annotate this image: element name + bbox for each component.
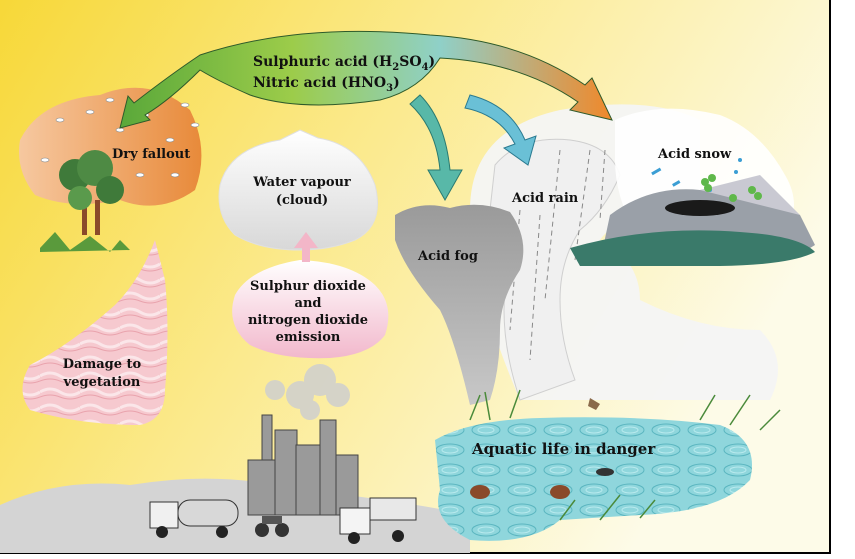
acid-snow-label: Acid snow	[657, 147, 732, 162]
emission-label-line1: Sulphur dioxide	[250, 279, 366, 294]
emission-label-line3: nitrogen dioxide	[248, 313, 368, 328]
aquatic-pond	[435, 417, 752, 541]
emission-up-arrow	[294, 232, 318, 262]
nitric-acid-label: Nitric acid (HNO3)	[253, 75, 400, 94]
acid-fog-shape	[395, 204, 524, 405]
arrow-to-fog	[409, 94, 463, 202]
sulphuric-acid-label: Sulphuric acid (H2SO4)	[253, 54, 435, 73]
smoke	[265, 364, 350, 420]
damage-vegetation-leaf	[22, 240, 168, 425]
motorbike	[255, 516, 289, 537]
mountain-peak	[700, 175, 800, 215]
emission-label-line4: emission	[276, 330, 341, 345]
aquatic-life-label: Aquatic life in danger	[471, 440, 656, 458]
acid-fog-label: Acid fog	[417, 249, 478, 264]
acid-rain-label: Acid rain	[511, 191, 579, 206]
damage-label-line2: vegetation	[63, 375, 141, 390]
bird	[588, 398, 600, 410]
acid-flow-arrow	[119, 30, 613, 129]
arrow-to-rain	[464, 94, 537, 166]
clover-plants	[665, 174, 762, 216]
dry-particles	[40, 97, 200, 178]
water-vapour-label: Water vapour	[252, 175, 351, 190]
reeds	[469, 389, 781, 521]
pickup-truck	[339, 497, 417, 544]
dead-plants	[470, 468, 614, 499]
city-buildings	[247, 414, 359, 516]
frame-right-edge	[829, 0, 831, 553]
damage-label-line1: Damage to	[63, 357, 142, 372]
emission-label-line2: and	[295, 296, 322, 311]
tree	[40, 150, 130, 252]
snow-grass	[570, 230, 815, 266]
dry-fallout-label: Dry fallout	[112, 147, 190, 162]
water-vapour-cloud	[218, 129, 378, 251]
water-vapour-cloud-label: (cloud)	[276, 193, 328, 208]
tanker-truck	[149, 499, 239, 538]
emission-bubble	[232, 260, 389, 359]
